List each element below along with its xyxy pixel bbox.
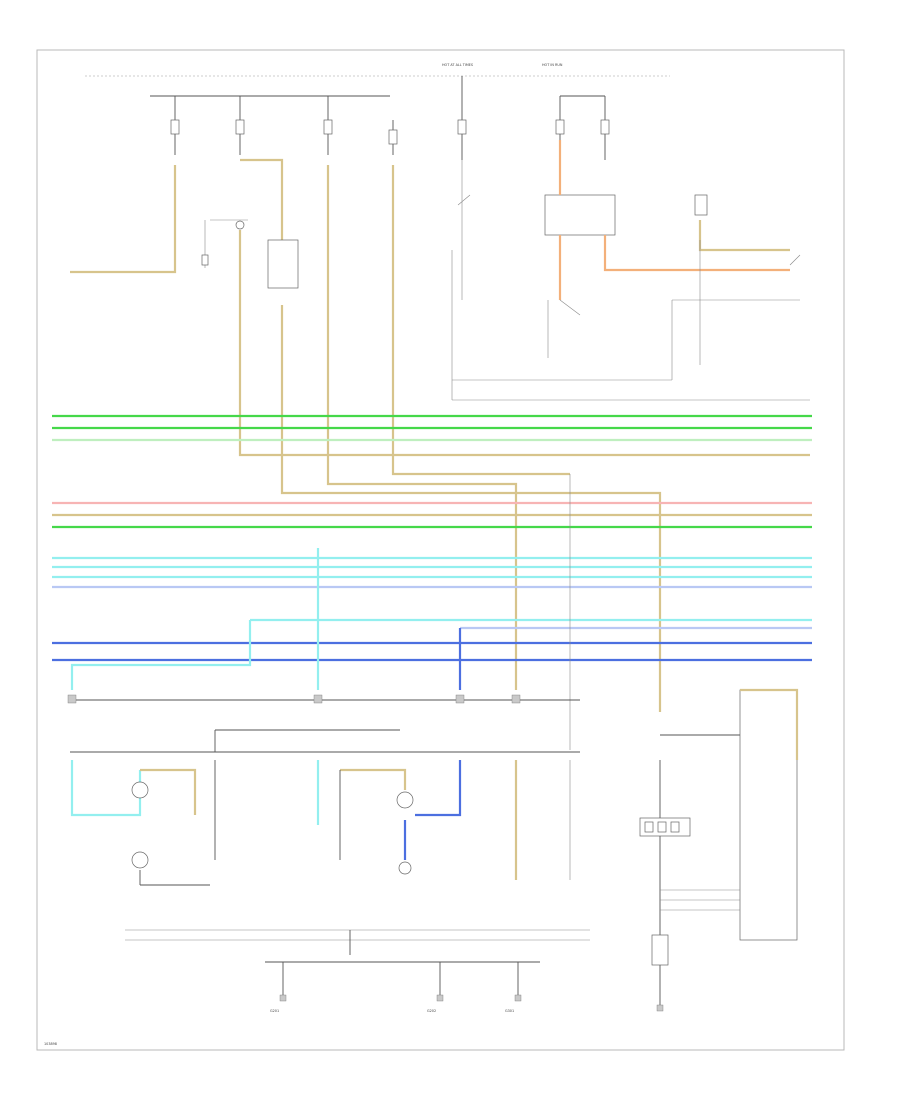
- lamp-assembly-right: [514, 760, 571, 880]
- lower-connector-row: [67, 694, 580, 753]
- lamp-assembly-left: [70, 760, 216, 886]
- wire-yellow-long-3: [391, 165, 570, 476]
- relay-block-left: [201, 219, 299, 289]
- fuse-group-left: [170, 96, 398, 155]
- ground-bus: G201 G202 G301: [125, 929, 590, 1013]
- ground-label-1: G201: [270, 1009, 279, 1013]
- harness-lines: [52, 414, 812, 662]
- wire-yellow-long-1: [280, 305, 662, 712]
- wire-yellow-drop: [238, 230, 810, 457]
- diagram-frame: [36, 49, 845, 1051]
- bus-label-hot-in-run: HOT IN RUN: [542, 63, 563, 67]
- right-module-block: [639, 688, 799, 1012]
- figure-id: 103898: [44, 1042, 57, 1046]
- bus-label-hot-at-all-times: HOT AT ALL TIMES: [442, 63, 473, 67]
- lamp-assembly-center: [316, 760, 462, 875]
- ground-label-3: G301: [505, 1009, 514, 1013]
- ground-label-2: G202: [427, 1009, 436, 1013]
- wire-yellow-left-feed: [70, 165, 177, 274]
- harness-drops: [70, 474, 571, 750]
- switch-relay-right: [451, 140, 810, 401]
- wire-yellow-relay: [240, 158, 284, 258]
- fuse-group-right: [457, 76, 610, 160]
